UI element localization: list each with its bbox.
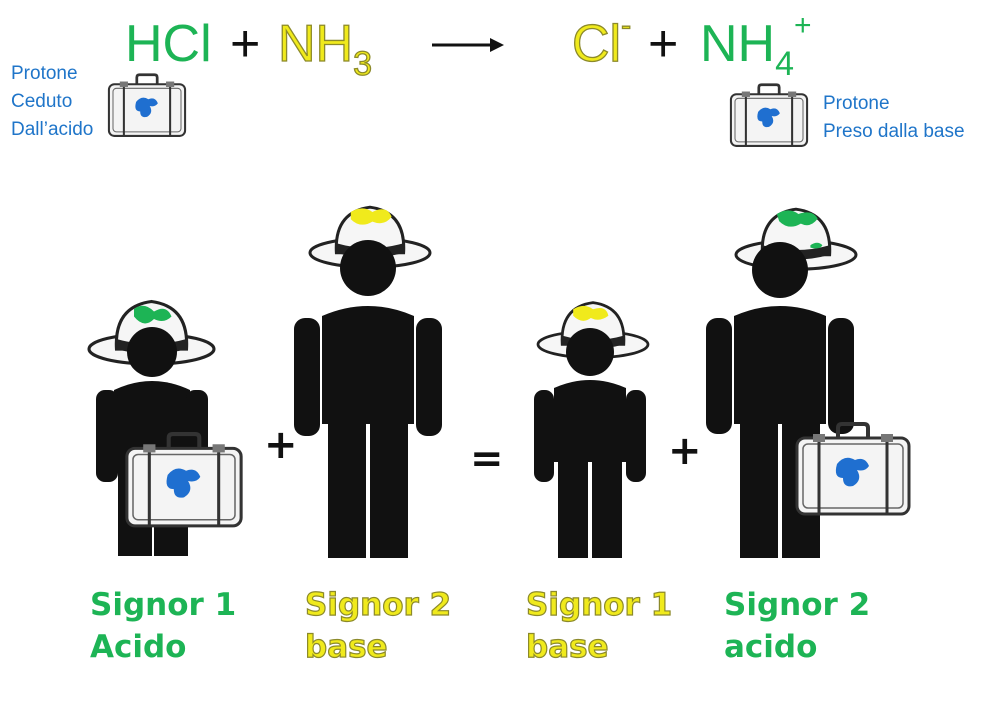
label-line: Signor 2: [304, 586, 452, 623]
hat-icon: [734, 207, 858, 271]
hat-icon: [87, 299, 216, 366]
nh3-subscript: 3: [352, 45, 373, 83]
label-signor1-acid: Signor 1 Acido: [90, 584, 236, 668]
plus-operator-right: +: [668, 428, 702, 474]
suitcase-icon: [795, 422, 911, 516]
label-signor2-acid: Signor 2 acido: [724, 584, 870, 668]
nh4-main: NH: [700, 15, 776, 73]
label-line: Signor 1: [90, 587, 237, 623]
label-signor2-base: Signor 2 base: [304, 584, 452, 668]
label-signor1-base: Signor 1 base: [525, 584, 673, 668]
note-line: Dall’acido: [11, 119, 94, 140]
suitcase-icon: [120, 430, 248, 532]
person-signor2-base: [294, 205, 442, 558]
product-cl: Cl-: [571, 10, 631, 73]
plus-sign-2: +: [648, 15, 679, 73]
suitcase-icon: [729, 83, 809, 148]
plus-operator-left: +: [264, 422, 298, 468]
nh3-main: NH: [277, 15, 354, 73]
equals-operator: =: [470, 436, 504, 482]
note-line: Ceduto: [11, 91, 73, 112]
label-line: base: [304, 628, 388, 665]
label-line: Signor 2: [724, 587, 871, 623]
arrow-right-icon: [432, 38, 504, 52]
label-line: base: [525, 628, 609, 665]
note-line: Protone: [11, 63, 78, 84]
label-line: acido: [724, 629, 818, 665]
reactant-nh3: NH3: [277, 15, 372, 81]
reactant-hcl: HCl: [125, 15, 212, 73]
nh4-superscript: +: [794, 9, 812, 42]
hat-icon: [536, 301, 650, 359]
person-signor1-base: [534, 301, 650, 558]
nh4-subscript: 4: [775, 45, 795, 83]
cl-superscript: -: [620, 9, 632, 42]
note-line: Protone: [823, 93, 890, 114]
hat-icon: [308, 205, 432, 269]
base-acceptor-note: Protone Preso dalla base: [823, 90, 965, 146]
plus-sign-1: +: [230, 15, 261, 73]
reaction-equation: HCl + NH3 Cl- + NH4+: [0, 0, 1004, 90]
suitcase-icon: [107, 73, 187, 138]
label-line: Acido: [90, 629, 187, 665]
label-line: Signor 1: [525, 586, 673, 623]
acid-donor-note: Protone Ceduto Dall’acido: [11, 60, 93, 144]
cl-main: Cl: [571, 15, 622, 73]
product-nh4: NH4+: [700, 11, 812, 82]
note-line: Preso dalla base: [823, 121, 965, 142]
